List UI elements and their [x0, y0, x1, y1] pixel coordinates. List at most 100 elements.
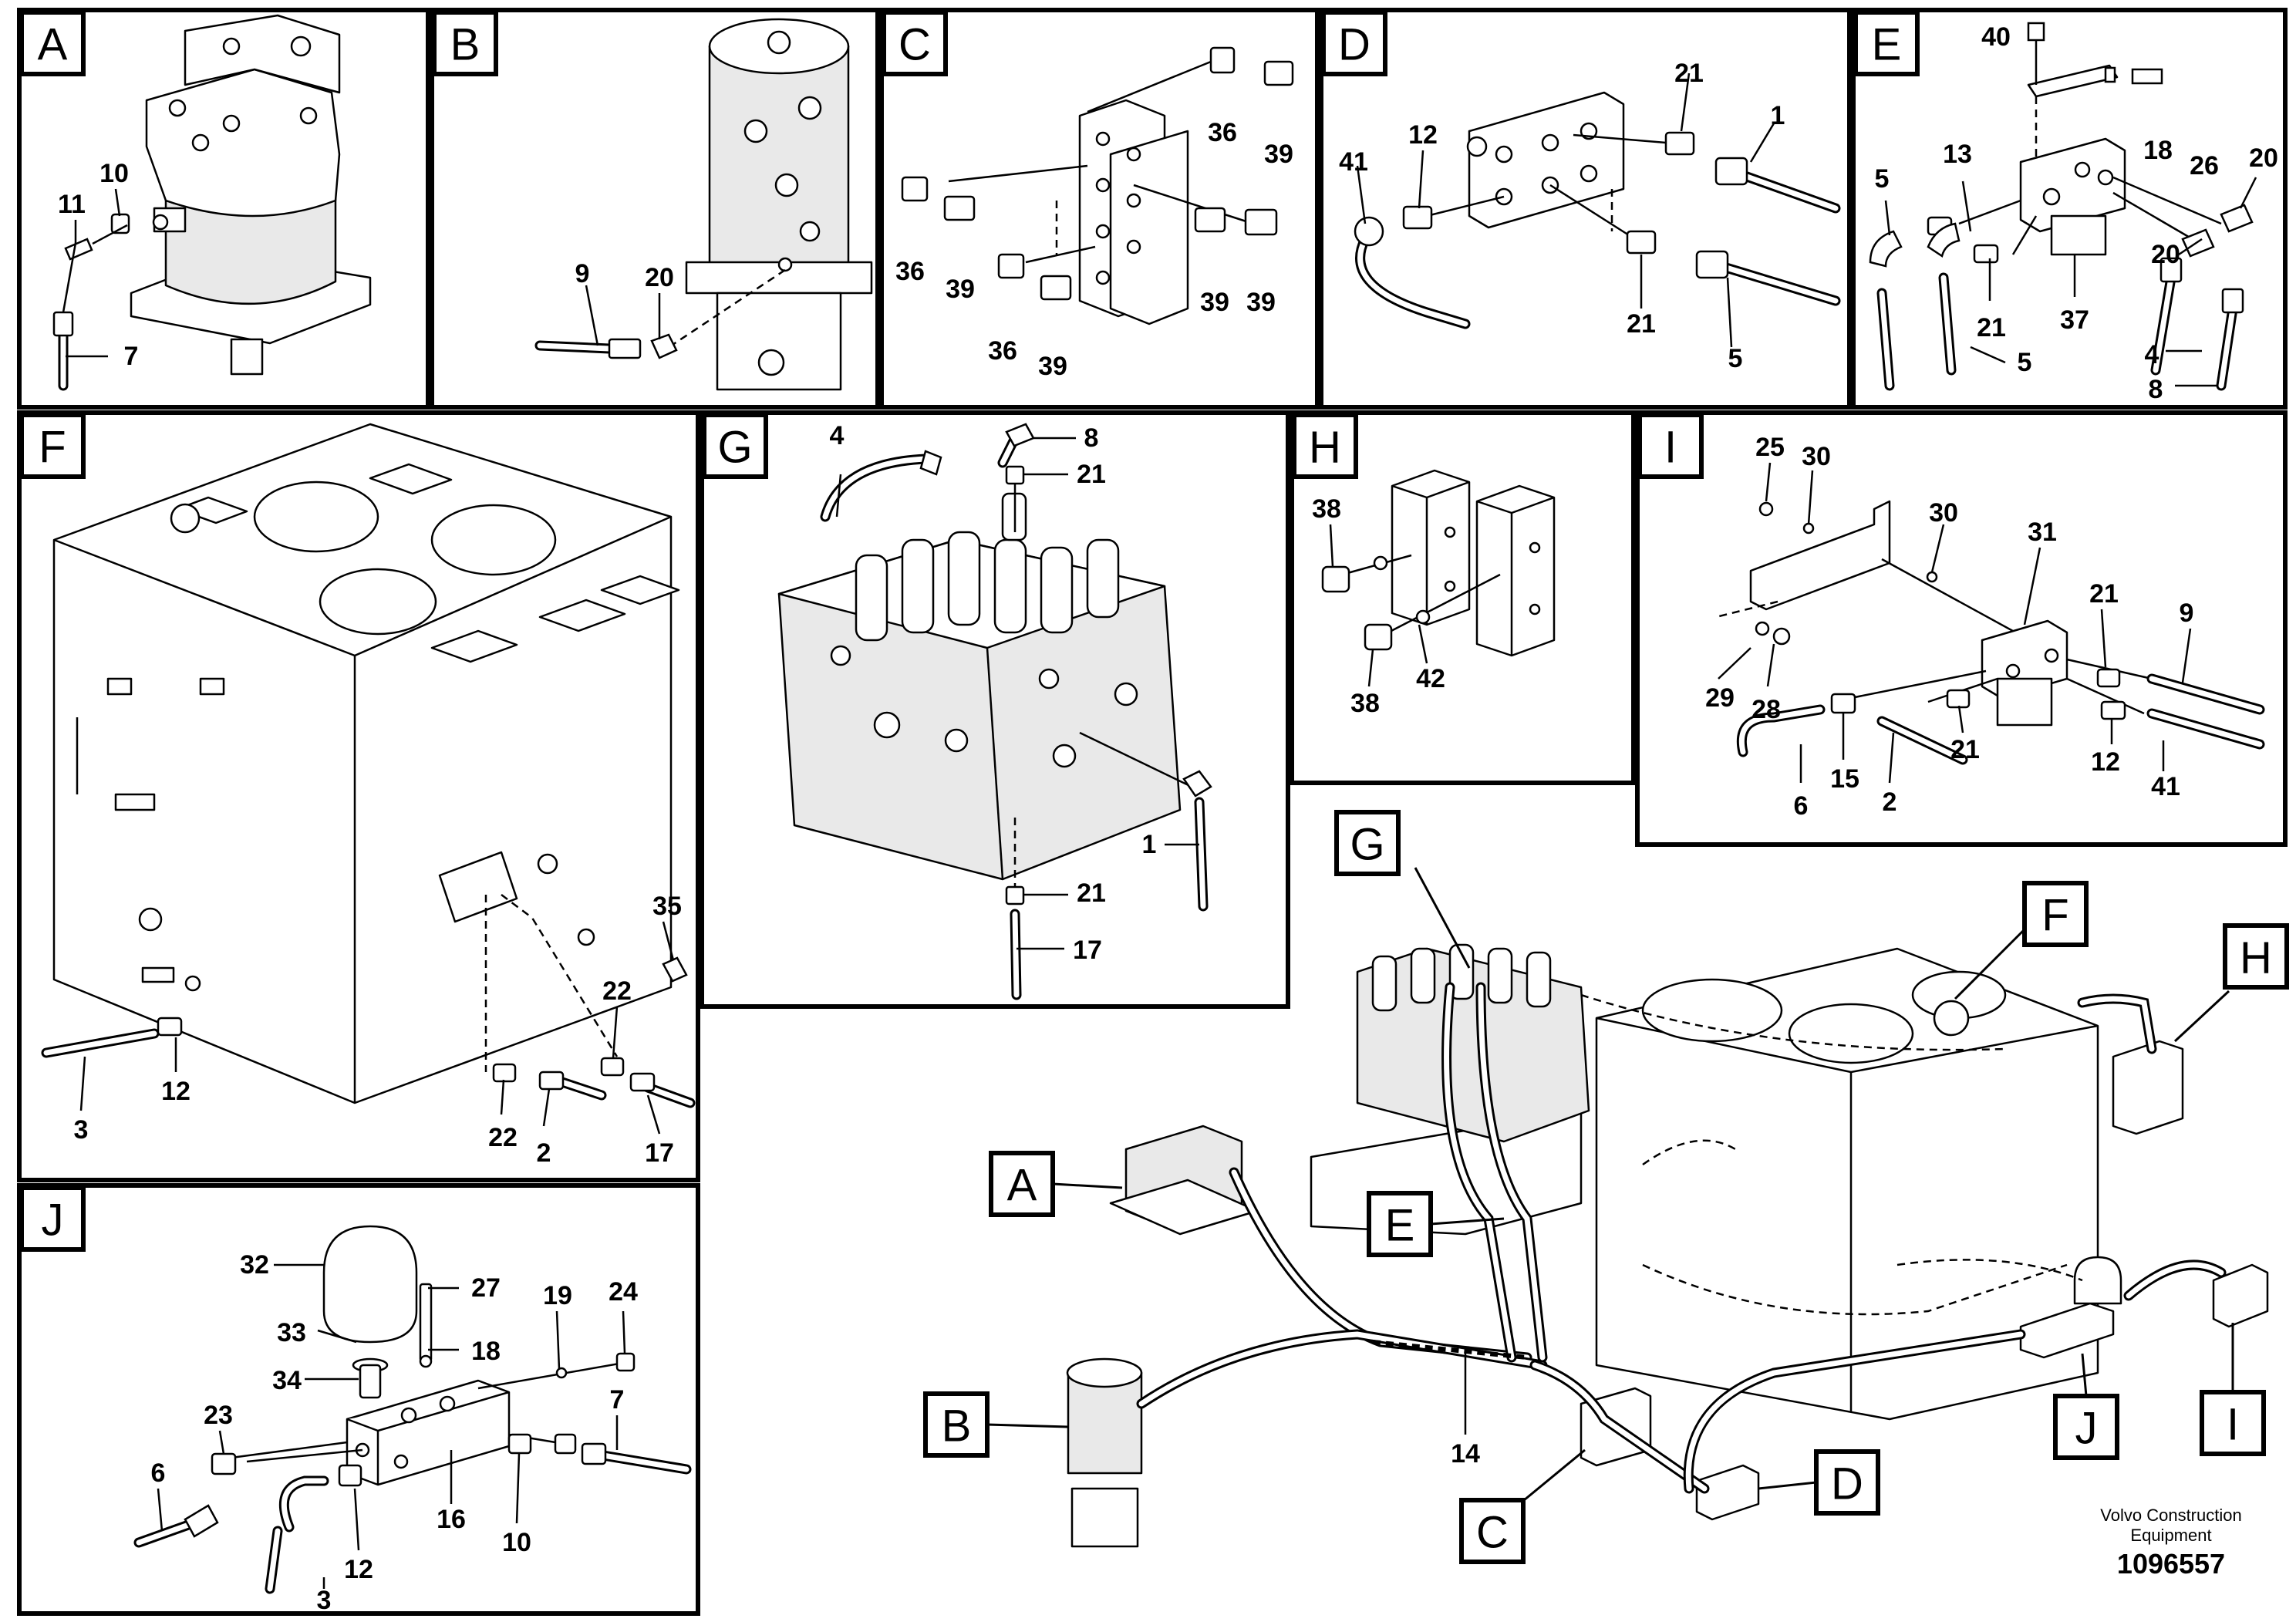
overview-callout-f: F — [1954, 881, 2089, 1000]
motor-shaft — [230, 338, 264, 376]
panel-i-tag: I — [1637, 413, 1704, 479]
footer-block: Volvo Construction Equipment 1096557 — [2100, 1506, 2241, 1580]
overview-callout-c: C — [1459, 1448, 1586, 1564]
panel-g-frame — [700, 410, 1290, 1009]
part-number-label: 29 — [1705, 683, 1735, 713]
part-number-label: 5 — [1728, 344, 1743, 373]
view-letter-label: C — [899, 20, 931, 70]
overview-callout-g: G — [1334, 810, 1471, 969]
view-letter-label: I — [2227, 1400, 2239, 1450]
part-number-label: 17 — [1073, 936, 1102, 965]
part-number-label: 9 — [2180, 599, 2194, 628]
motor-top-cover — [184, 14, 341, 94]
part-number-label: 20 — [2151, 240, 2180, 269]
overview-block-h — [2112, 1040, 2184, 1135]
part-number-label: 16 — [437, 1505, 466, 1534]
panel-c-frame — [879, 8, 1320, 410]
part-number-label: 12 — [161, 1077, 190, 1106]
c-mount-bracket — [1109, 130, 1189, 325]
overview-callout-a: A — [989, 1151, 1123, 1217]
panel-g-drawing: 4 8 21 21 1 17 — [777, 421, 1212, 1000]
overview-callout-e: E — [1367, 1191, 1505, 1257]
part-number-label: 22 — [602, 976, 632, 1006]
part-number-label: 33 — [277, 1318, 306, 1347]
part-number-label: 3 — [317, 1586, 332, 1615]
part-number-label: 32 — [240, 1250, 269, 1280]
part-number-label: 2 — [1883, 787, 1897, 817]
part-number-label: 30 — [1929, 498, 1958, 528]
panel-f-tag: F — [19, 413, 86, 479]
view-letter-label: B — [450, 20, 480, 70]
part-number-label: 39 — [946, 275, 975, 304]
overview-callout-b: B — [923, 1391, 1069, 1458]
panel-i-frame — [1635, 410, 2288, 847]
part-number-label: 30 — [1802, 442, 1831, 471]
panel-h-frame — [1290, 410, 1636, 785]
panel-f-frame — [17, 410, 700, 1182]
panel-e-tag: E — [1853, 10, 1920, 76]
panel-b-drawing: 9 20 — [534, 18, 873, 391]
panel-b-frame — [430, 8, 880, 410]
view-letter-label: A — [1007, 1161, 1037, 1211]
part-number-label: 36 — [895, 257, 925, 286]
part-number-label: 42 — [1416, 664, 1445, 693]
e-valve-body — [2019, 137, 2126, 233]
view-letter-label: B — [942, 1401, 972, 1452]
view-letter-label: G — [717, 423, 752, 473]
overview-callout-j: J — [2053, 1353, 2119, 1460]
part-number-label: 38 — [1350, 689, 1380, 718]
swivel-body — [708, 45, 850, 271]
overview-swivel — [1067, 1371, 1143, 1475]
view-letter-label: E — [1385, 1201, 1415, 1251]
part-number-label: 36 — [988, 336, 1017, 366]
e-bracket-plate — [2027, 64, 2119, 98]
part-number-label: 4 — [830, 421, 845, 450]
part-number-label: 12 — [344, 1555, 373, 1584]
part-number-label: 21 — [2089, 579, 2119, 609]
panel-e-drawing: 40 18 26 13 5 20 21 5 37 20 4 8 — [1869, 22, 2278, 404]
part-number-label: 21 — [1950, 735, 1980, 764]
part-number-label: 8 — [2149, 375, 2163, 404]
panel-a-drawing: 11 10 7 — [52, 14, 372, 391]
part-number-label: 12 — [2091, 747, 2120, 777]
part-number-label: 7 — [124, 342, 139, 371]
part-number-label: 24 — [609, 1277, 638, 1307]
part-number-label: 17 — [645, 1138, 674, 1168]
overview-block-d — [1695, 1464, 1760, 1521]
part-number-label: 4 — [2145, 340, 2159, 369]
e-solenoid — [2050, 214, 2107, 256]
part-number-label: 21 — [1977, 313, 2006, 342]
part-number-label: 38 — [1312, 494, 1341, 524]
part-number-label: 18 — [471, 1337, 501, 1366]
part-number-label: 41 — [2151, 772, 2180, 801]
part-number-label: 10 — [99, 159, 129, 188]
overview-assembly: 14 — [1066, 943, 2269, 1548]
part-number-label: 5 — [2018, 348, 2032, 377]
part-number-label: 1 — [1771, 101, 1785, 130]
swivel-lower — [716, 292, 842, 391]
view-letter-label: J — [2075, 1404, 2098, 1454]
i-bracket — [1749, 500, 1891, 611]
tank-port-plate — [438, 851, 518, 923]
part-number-label: 31 — [2028, 518, 2057, 547]
swivel-flange — [685, 261, 873, 295]
panel-j-drawing: 32 27 33 18 19 24 34 23 7 6 12 16 10 3 — [133, 1225, 692, 1615]
part-number-label: 21 — [1674, 59, 1704, 88]
part-number-label: 11 — [58, 190, 86, 219]
part-number-label: 28 — [1752, 695, 1781, 724]
part-number-label: 20 — [2249, 143, 2278, 173]
panel-h-tag: H — [1292, 413, 1358, 479]
part-number-label: 15 — [1830, 764, 1859, 794]
part-number-label: 27 — [471, 1273, 501, 1303]
panel-d-drawing: 41 12 21 1 21 5 — [1339, 59, 1841, 373]
part-number-label: 39 — [1200, 288, 1229, 317]
view-letter-label: C — [1476, 1508, 1509, 1558]
overview-callout-d: D — [1758, 1449, 1880, 1516]
part-number-label: 7 — [610, 1385, 625, 1415]
overview-callout-h: H — [2173, 923, 2289, 1043]
panel-a-tag: A — [19, 10, 86, 76]
panel-j-tag: J — [19, 1185, 86, 1252]
panel-letter-tags: A B C D E F G H I J — [19, 10, 1920, 1252]
panel-frames — [17, 8, 2288, 1616]
i-solenoid — [1996, 677, 2053, 727]
